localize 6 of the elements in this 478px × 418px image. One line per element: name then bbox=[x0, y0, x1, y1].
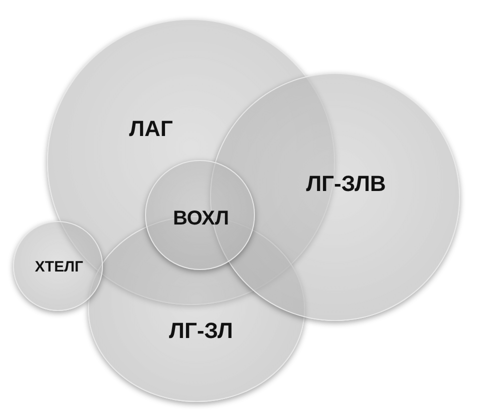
circle-label: ХТЕЛГ bbox=[34, 258, 84, 276]
circle-label: ВОХЛ bbox=[172, 208, 230, 230]
circle-label: ЛАГ bbox=[129, 116, 173, 142]
circle-label: ЛГ-ЗЛВ bbox=[306, 171, 386, 197]
circle-label: ЛГ-ЗЛ bbox=[169, 318, 233, 344]
circle bbox=[13, 221, 103, 311]
